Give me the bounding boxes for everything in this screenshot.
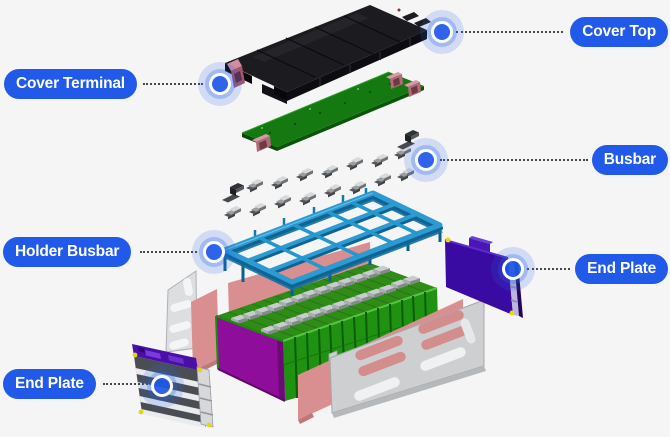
label-end-plate-right: End Plate bbox=[575, 254, 668, 284]
label-cover-terminal: Cover Terminal bbox=[4, 69, 137, 99]
cell-stack-part bbox=[215, 263, 439, 402]
cover-terminal-part bbox=[227, 59, 245, 88]
holder-busbar-part bbox=[221, 188, 444, 296]
label-holder-busbar: Holder Busbar bbox=[3, 237, 132, 267]
label-busbar: Busbar bbox=[591, 145, 668, 175]
side-plate-front-gray bbox=[328, 299, 486, 418]
connector-cover-terminal bbox=[143, 83, 203, 85]
connector-end-plate-left bbox=[103, 383, 148, 385]
circuit-board-part bbox=[241, 71, 424, 152]
label-cover-top: Cover Top bbox=[570, 17, 668, 47]
connector-end-plate-right bbox=[527, 268, 570, 270]
connector-busbar bbox=[440, 159, 588, 161]
connector-cover-top bbox=[456, 31, 563, 33]
cover-top-part bbox=[225, 5, 431, 104]
label-end-plate-left: End Plate bbox=[3, 369, 96, 399]
connector-holder-busbar bbox=[140, 251, 197, 253]
